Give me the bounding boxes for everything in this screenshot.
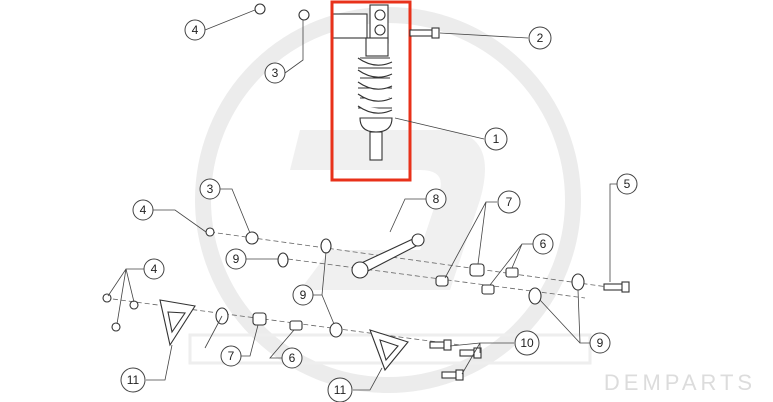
- svg-text:9: 9: [233, 252, 240, 266]
- svg-text:2: 2: [537, 31, 544, 45]
- bolt-2[interactable]: [409, 27, 440, 39]
- svg-text:6: 6: [289, 351, 296, 365]
- svg-text:11: 11: [127, 373, 140, 387]
- svg-text:7: 7: [228, 349, 235, 363]
- nut-4[interactable]: [254, 3, 266, 15]
- callout-5[interactable]: 5: [616, 173, 638, 195]
- svg-text:9: 9: [597, 336, 604, 350]
- washer-3[interactable]: [298, 9, 310, 21]
- bushing-7[interactable]: [252, 312, 267, 326]
- svg-text:9: 9: [300, 288, 307, 302]
- svg-text:3: 3: [207, 182, 214, 196]
- link-rod-8[interactable]: [351, 233, 425, 279]
- svg-text:8: 8: [433, 192, 440, 206]
- callout-1[interactable]: 1: [484, 127, 508, 151]
- bushing-7[interactable]: [469, 263, 485, 277]
- callout-4[interactable]: 4: [132, 199, 154, 221]
- bolt-10[interactable]: [441, 369, 464, 381]
- nut-4[interactable]: [102, 293, 112, 303]
- nut-4[interactable]: [205, 227, 215, 237]
- watermark-logo: [188, 7, 592, 393]
- bolt-10[interactable]: [459, 347, 482, 359]
- washer-9[interactable]: [329, 322, 343, 338]
- svg-text:4: 4: [151, 262, 158, 276]
- callout-7[interactable]: 7: [220, 345, 242, 367]
- callout-11[interactable]: 11: [327, 377, 353, 402]
- spacer-6[interactable]: [481, 284, 495, 295]
- callout-8[interactable]: 8: [425, 188, 447, 210]
- callout-4[interactable]: 4: [143, 258, 165, 280]
- shock-absorber[interactable]: [332, 4, 393, 161]
- bolt-10[interactable]: [429, 339, 452, 351]
- svg-text:4: 4: [192, 23, 199, 37]
- leader-lines: [107, 9, 617, 391]
- washer-9[interactable]: [320, 238, 332, 254]
- svg-text:3: 3: [272, 66, 279, 80]
- washer-3[interactable]: [245, 231, 259, 245]
- callout-2[interactable]: 2: [528, 26, 552, 50]
- svg-text:5: 5: [624, 177, 631, 191]
- svg-text:11: 11: [334, 383, 347, 397]
- callout-7[interactable]: 7: [497, 190, 521, 214]
- svg-text:6: 6: [540, 237, 547, 251]
- callout-9[interactable]: 9: [225, 248, 247, 270]
- spacer-6[interactable]: [505, 267, 519, 278]
- bracket-11[interactable]: [159, 299, 196, 347]
- svg-text:4: 4: [140, 203, 147, 217]
- callout-3[interactable]: 3: [264, 62, 286, 84]
- highlight-box: [330, 0, 412, 182]
- washer-9[interactable]: [528, 287, 542, 305]
- callout-9[interactable]: 9: [292, 284, 314, 306]
- nut-4[interactable]: [111, 322, 121, 332]
- svg-text:7: 7: [506, 195, 513, 209]
- nut-4[interactable]: [129, 300, 139, 310]
- bracket-11[interactable]: [369, 329, 409, 372]
- callout-4[interactable]: 4: [184, 19, 206, 41]
- callout-11[interactable]: 11: [120, 367, 146, 393]
- svg-text:1: 1: [493, 132, 500, 146]
- watermark-text: DEMPARTS: [604, 370, 756, 395]
- spacer-6[interactable]: [289, 320, 303, 331]
- callout-9[interactable]: 9: [589, 332, 611, 354]
- callout-3[interactable]: 3: [199, 178, 221, 200]
- svg-text:10: 10: [520, 336, 534, 350]
- bushing-7[interactable]: [435, 275, 449, 287]
- washer-9[interactable]: [571, 273, 585, 291]
- washer-9[interactable]: [277, 252, 289, 268]
- callout-6[interactable]: 6: [532, 233, 554, 255]
- callout-10[interactable]: 10: [514, 330, 540, 356]
- callout-6[interactable]: 6: [281, 347, 303, 369]
- bolt-5[interactable]: [603, 281, 630, 293]
